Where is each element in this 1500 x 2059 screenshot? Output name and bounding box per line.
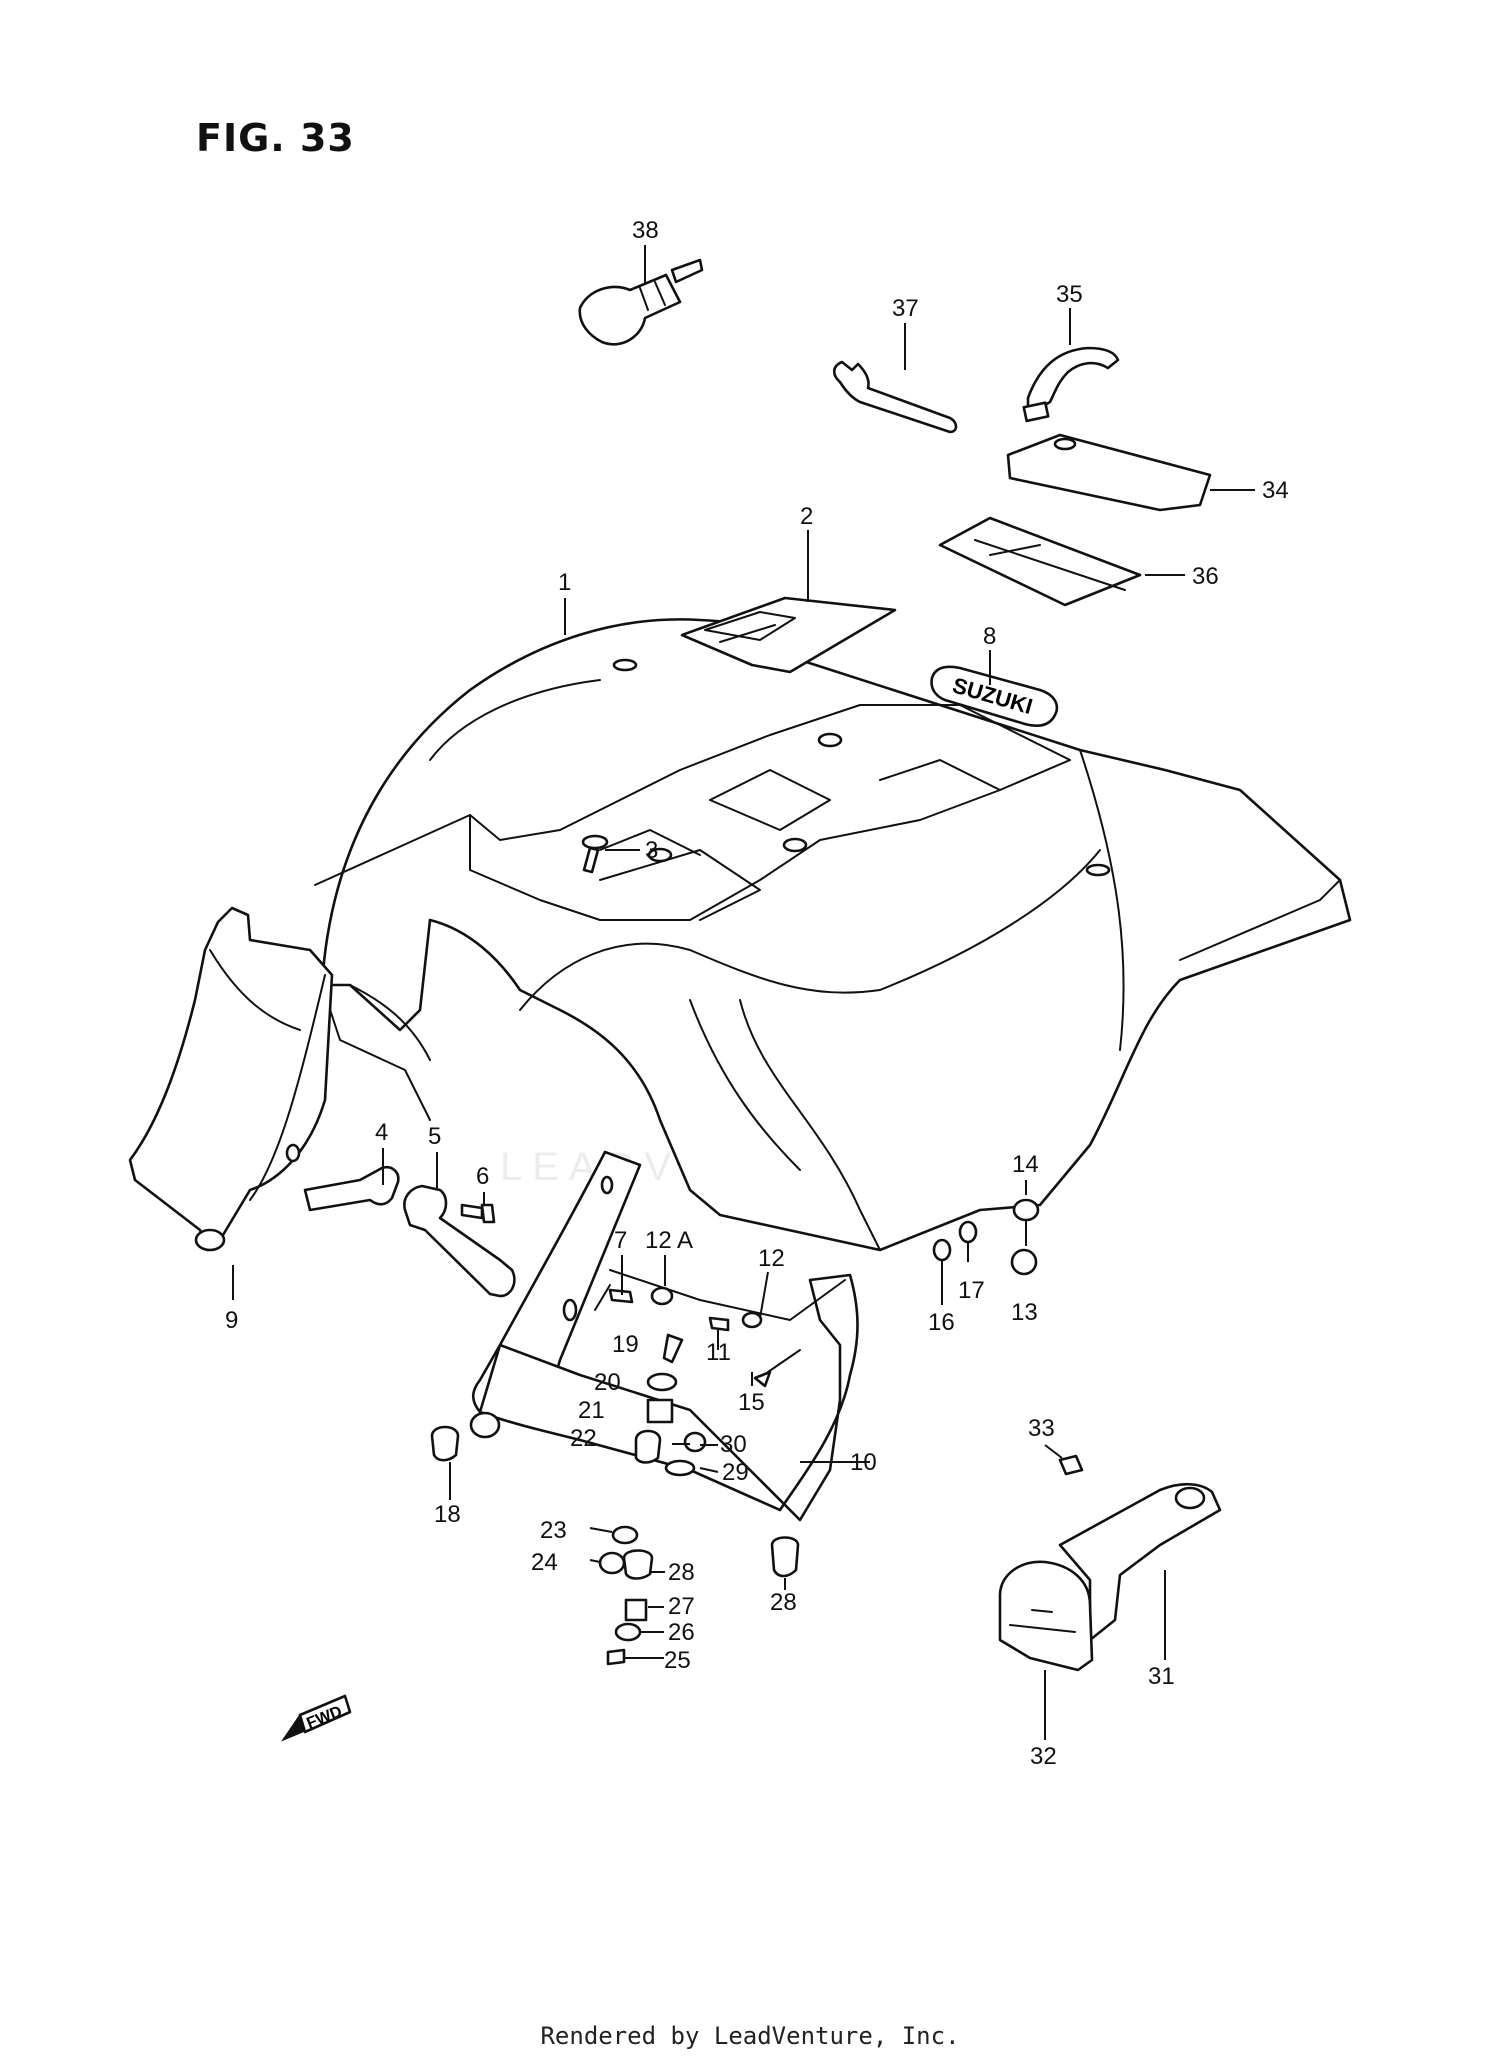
collar-27 <box>624 1598 648 1622</box>
tool-bag <box>1006 433 1212 512</box>
washer-29 <box>664 1459 696 1477</box>
figure-title: FIG. 33 <box>196 116 355 160</box>
nut-13 <box>1010 1248 1038 1276</box>
fasteners-group <box>430 1198 1084 1666</box>
rod-bracket-left <box>303 1166 400 1212</box>
label-34: 34 <box>1262 477 1289 504</box>
rod-bracket-right <box>403 1184 516 1298</box>
label-9: 9 <box>225 1307 238 1334</box>
label-3: 3 <box>645 837 658 864</box>
label-12: 12 <box>758 1245 785 1272</box>
washer-12a <box>650 1286 674 1306</box>
nut-30 <box>683 1431 707 1453</box>
label-30: 30 <box>720 1431 747 1458</box>
label-11: 11 <box>706 1339 731 1366</box>
rear-fender <box>314 618 1352 1252</box>
label-10: 10 <box>850 1449 877 1476</box>
washer-23 <box>611 1525 639 1545</box>
label-13: 13 <box>1011 1299 1038 1326</box>
collar-20 <box>646 1372 678 1392</box>
label-31: 31 <box>1148 1663 1175 1690</box>
cover-plate <box>680 596 897 674</box>
leader-lines <box>232 245 1255 1740</box>
nut-14 <box>1012 1198 1040 1222</box>
spark-plug-wrench <box>578 258 704 346</box>
label-29: 29 <box>722 1459 749 1486</box>
label-27: 27 <box>668 1593 695 1620</box>
clamp-32 <box>998 1560 1094 1672</box>
grommet-18 <box>430 1425 460 1462</box>
wrench <box>832 360 958 434</box>
label-14: 14 <box>1012 1151 1039 1178</box>
bolt-19 <box>662 1333 684 1364</box>
screw-11 <box>708 1316 730 1332</box>
bolt-25 <box>606 1648 626 1666</box>
screw-7 <box>608 1288 634 1304</box>
screw-15 <box>753 1370 772 1388</box>
label-33: 33 <box>1028 1415 1055 1442</box>
footer-credit: Rendered by LeadVenture, Inc. <box>540 2022 960 2050</box>
grommet-22 <box>634 1429 662 1464</box>
label-4: 4 <box>375 1119 388 1146</box>
nut-24 <box>598 1551 626 1575</box>
label-6: 6 <box>476 1163 489 1190</box>
label-7: 7 <box>614 1227 627 1254</box>
grommet-28a <box>622 1549 654 1580</box>
label-24: 24 <box>531 1549 558 1576</box>
washer-17 <box>958 1220 978 1244</box>
label-36: 36 <box>1192 563 1219 590</box>
label-17: 17 <box>958 1277 985 1304</box>
label-38: 38 <box>632 217 659 244</box>
bracket-31 <box>1058 1482 1222 1642</box>
label-20: 20 <box>594 1369 621 1396</box>
label-5: 5 <box>428 1123 441 1150</box>
forward-arrow: FWD <box>280 1694 352 1742</box>
mud-guard-lower <box>469 1150 859 1522</box>
bolt-33 <box>1058 1454 1084 1476</box>
label-18: 18 <box>434 1501 461 1528</box>
tool-strap <box>1022 346 1120 423</box>
washer-26 <box>614 1622 642 1642</box>
part-labels: 38 35 37 34 36 2 1 8 3 4 5 6 9 7 12 A 12… <box>225 217 1289 1770</box>
label-26: 26 <box>668 1619 695 1646</box>
tool-kit-sheet <box>938 516 1142 607</box>
label-37: 37 <box>892 295 919 322</box>
screw-6 <box>460 1203 496 1224</box>
washer-16 <box>932 1238 952 1262</box>
label-28b: 28 <box>770 1589 797 1616</box>
label-25: 25 <box>664 1647 691 1674</box>
label-16: 16 <box>928 1309 955 1336</box>
label-23: 23 <box>540 1517 567 1544</box>
label-22: 22 <box>570 1425 597 1452</box>
label-1: 1 <box>558 569 571 596</box>
spacer-21 <box>646 1398 674 1424</box>
grommet-28b <box>770 1536 800 1578</box>
label-21: 21 <box>578 1397 605 1424</box>
mud-flap-left <box>128 906 334 1252</box>
label-2: 2 <box>800 503 813 530</box>
label-8: 8 <box>983 623 996 650</box>
label-35: 35 <box>1056 281 1083 308</box>
label-32: 32 <box>1030 1743 1057 1770</box>
fender-bolt <box>581 834 609 874</box>
label-28a: 28 <box>668 1559 695 1586</box>
label-15: 15 <box>738 1389 765 1416</box>
label-12a: 12 A <box>645 1227 693 1254</box>
label-19: 19 <box>612 1331 639 1358</box>
washer-12 <box>741 1311 763 1329</box>
